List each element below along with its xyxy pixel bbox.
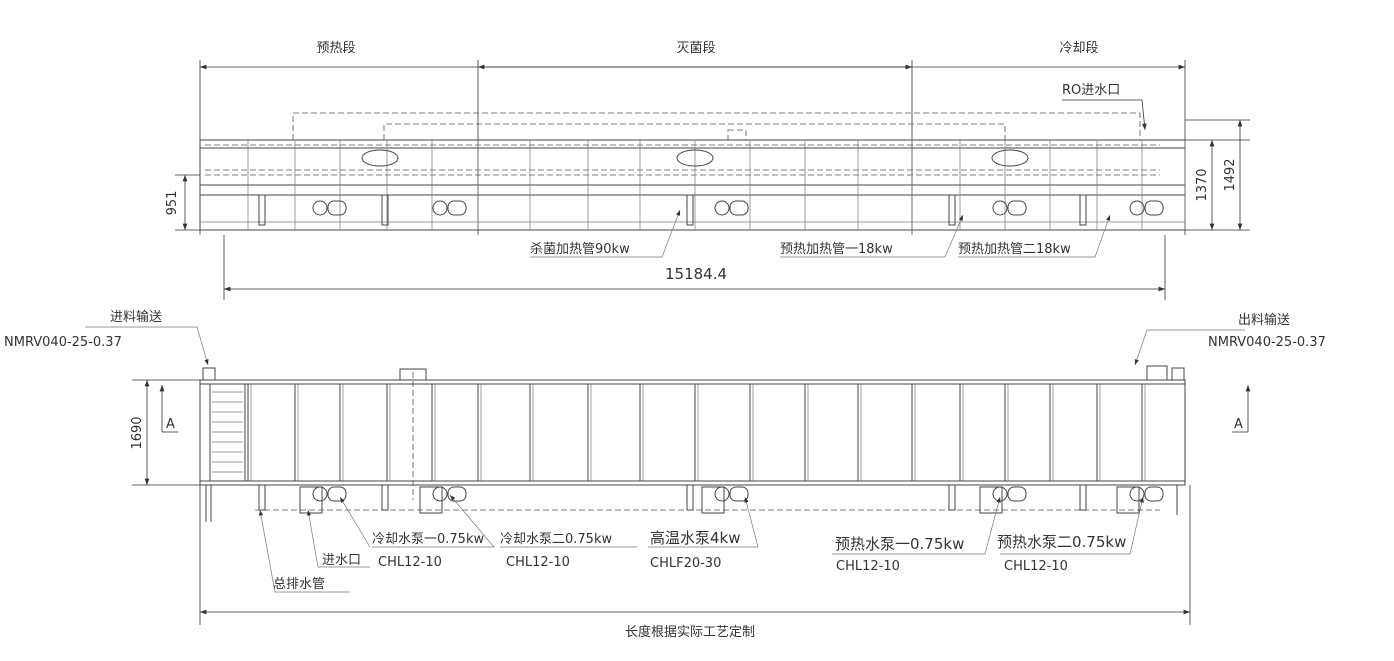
support-leg [948, 194, 956, 226]
preheat-pump-1-model: CHL12-10 [836, 559, 900, 574]
motor-icon [327, 486, 347, 502]
pump-icon [1129, 486, 1145, 502]
cool-pump-1-model: CHL12-10 [378, 555, 442, 570]
tank-outline [1116, 486, 1140, 514]
motor-icon [729, 486, 749, 502]
tank-outline [299, 486, 323, 514]
heater-preheat-1-label: 预热加热管一18kw [780, 242, 893, 257]
heater-preheat-2-label: 预热加热管二18kw [958, 242, 1071, 257]
dim-951: 951 [165, 191, 180, 216]
support-leg [258, 194, 266, 226]
dim-1370: 1370 [1195, 168, 1210, 201]
water-inlet-label: 进水口 [322, 553, 361, 568]
top-view: 预热段 灭菌段 冷却段 RO进水口 951 1370 1 [165, 41, 1250, 300]
pump-icon [714, 486, 730, 502]
tank-outline [979, 486, 1003, 514]
dim-1690: 1690 [130, 416, 145, 449]
outfeed-model: NMRV040-25-0.37 [1208, 335, 1326, 350]
length-note: 长度根据实际工艺定制 [625, 624, 755, 640]
front-frame [199, 379, 1186, 486]
tank-outline [701, 486, 725, 514]
dim-1492: 1492 [1223, 158, 1238, 191]
section-preheat-label: 预热段 [316, 41, 355, 56]
motor-icon [1144, 486, 1164, 502]
motor-icon [1007, 200, 1027, 216]
section-mark-right: A [1234, 417, 1243, 432]
ro-inlet-label: RO进水口 [1062, 83, 1120, 98]
support-leg [686, 484, 694, 511]
preheat-pump-1-label: 预热水泵一0.75kw [835, 535, 964, 553]
support-leg [258, 484, 266, 511]
cool-pump-2-model: CHL12-10 [506, 555, 570, 570]
pump-icon [714, 200, 730, 216]
main-drain-label: 总排水管 [273, 577, 325, 592]
support-leg [381, 484, 389, 511]
section-mark-left: A [166, 417, 175, 432]
tank-outline [419, 486, 443, 514]
pump-icon [1129, 200, 1145, 216]
pump-icon [312, 200, 328, 216]
front-view: 进料输送 NMRV040-25-0.37 出料输送 NMRV040-25-0.3… [4, 309, 1326, 640]
support-leg [1079, 484, 1087, 511]
motor-icon [447, 486, 467, 502]
section-cooling-label: 冷却段 [1059, 41, 1098, 56]
pump-icon [992, 200, 1008, 216]
pump-icon [432, 200, 448, 216]
outfeed-label: 出料输送 [1238, 312, 1290, 328]
hot-pump-label: 高温水泵4kw [650, 529, 741, 547]
infeed-label: 进料输送 [110, 309, 162, 325]
cool-pump-1-label: 冷却水泵一0.75kw [372, 532, 484, 547]
infeed-model: NMRV040-25-0.37 [4, 335, 122, 350]
motor-icon [729, 200, 749, 216]
support-leg [686, 194, 694, 226]
support-leg [1079, 194, 1087, 226]
preheat-pump-2-label: 预热水泵二0.75kw [997, 533, 1126, 551]
pump-icon [992, 486, 1008, 502]
section-sterilize-label: 灭菌段 [676, 41, 715, 56]
motor-icon [1144, 200, 1164, 216]
dim-length: 15184.4 [665, 265, 727, 283]
motor-icon [447, 200, 467, 216]
preheat-pump-2-model: CHL12-10 [1004, 559, 1068, 574]
pump-icon [312, 486, 328, 502]
motor-icon [1007, 486, 1027, 502]
heater-sterilize-label: 杀菌加热管90kw [530, 242, 630, 257]
pump-icon [432, 486, 448, 502]
support-leg [381, 194, 389, 226]
motor-icon [327, 200, 347, 216]
cool-pump-2-label: 冷却水泵二0.75kw [500, 532, 612, 547]
support-leg [948, 484, 956, 511]
hot-pump-model: CHLF20-30 [650, 556, 721, 571]
